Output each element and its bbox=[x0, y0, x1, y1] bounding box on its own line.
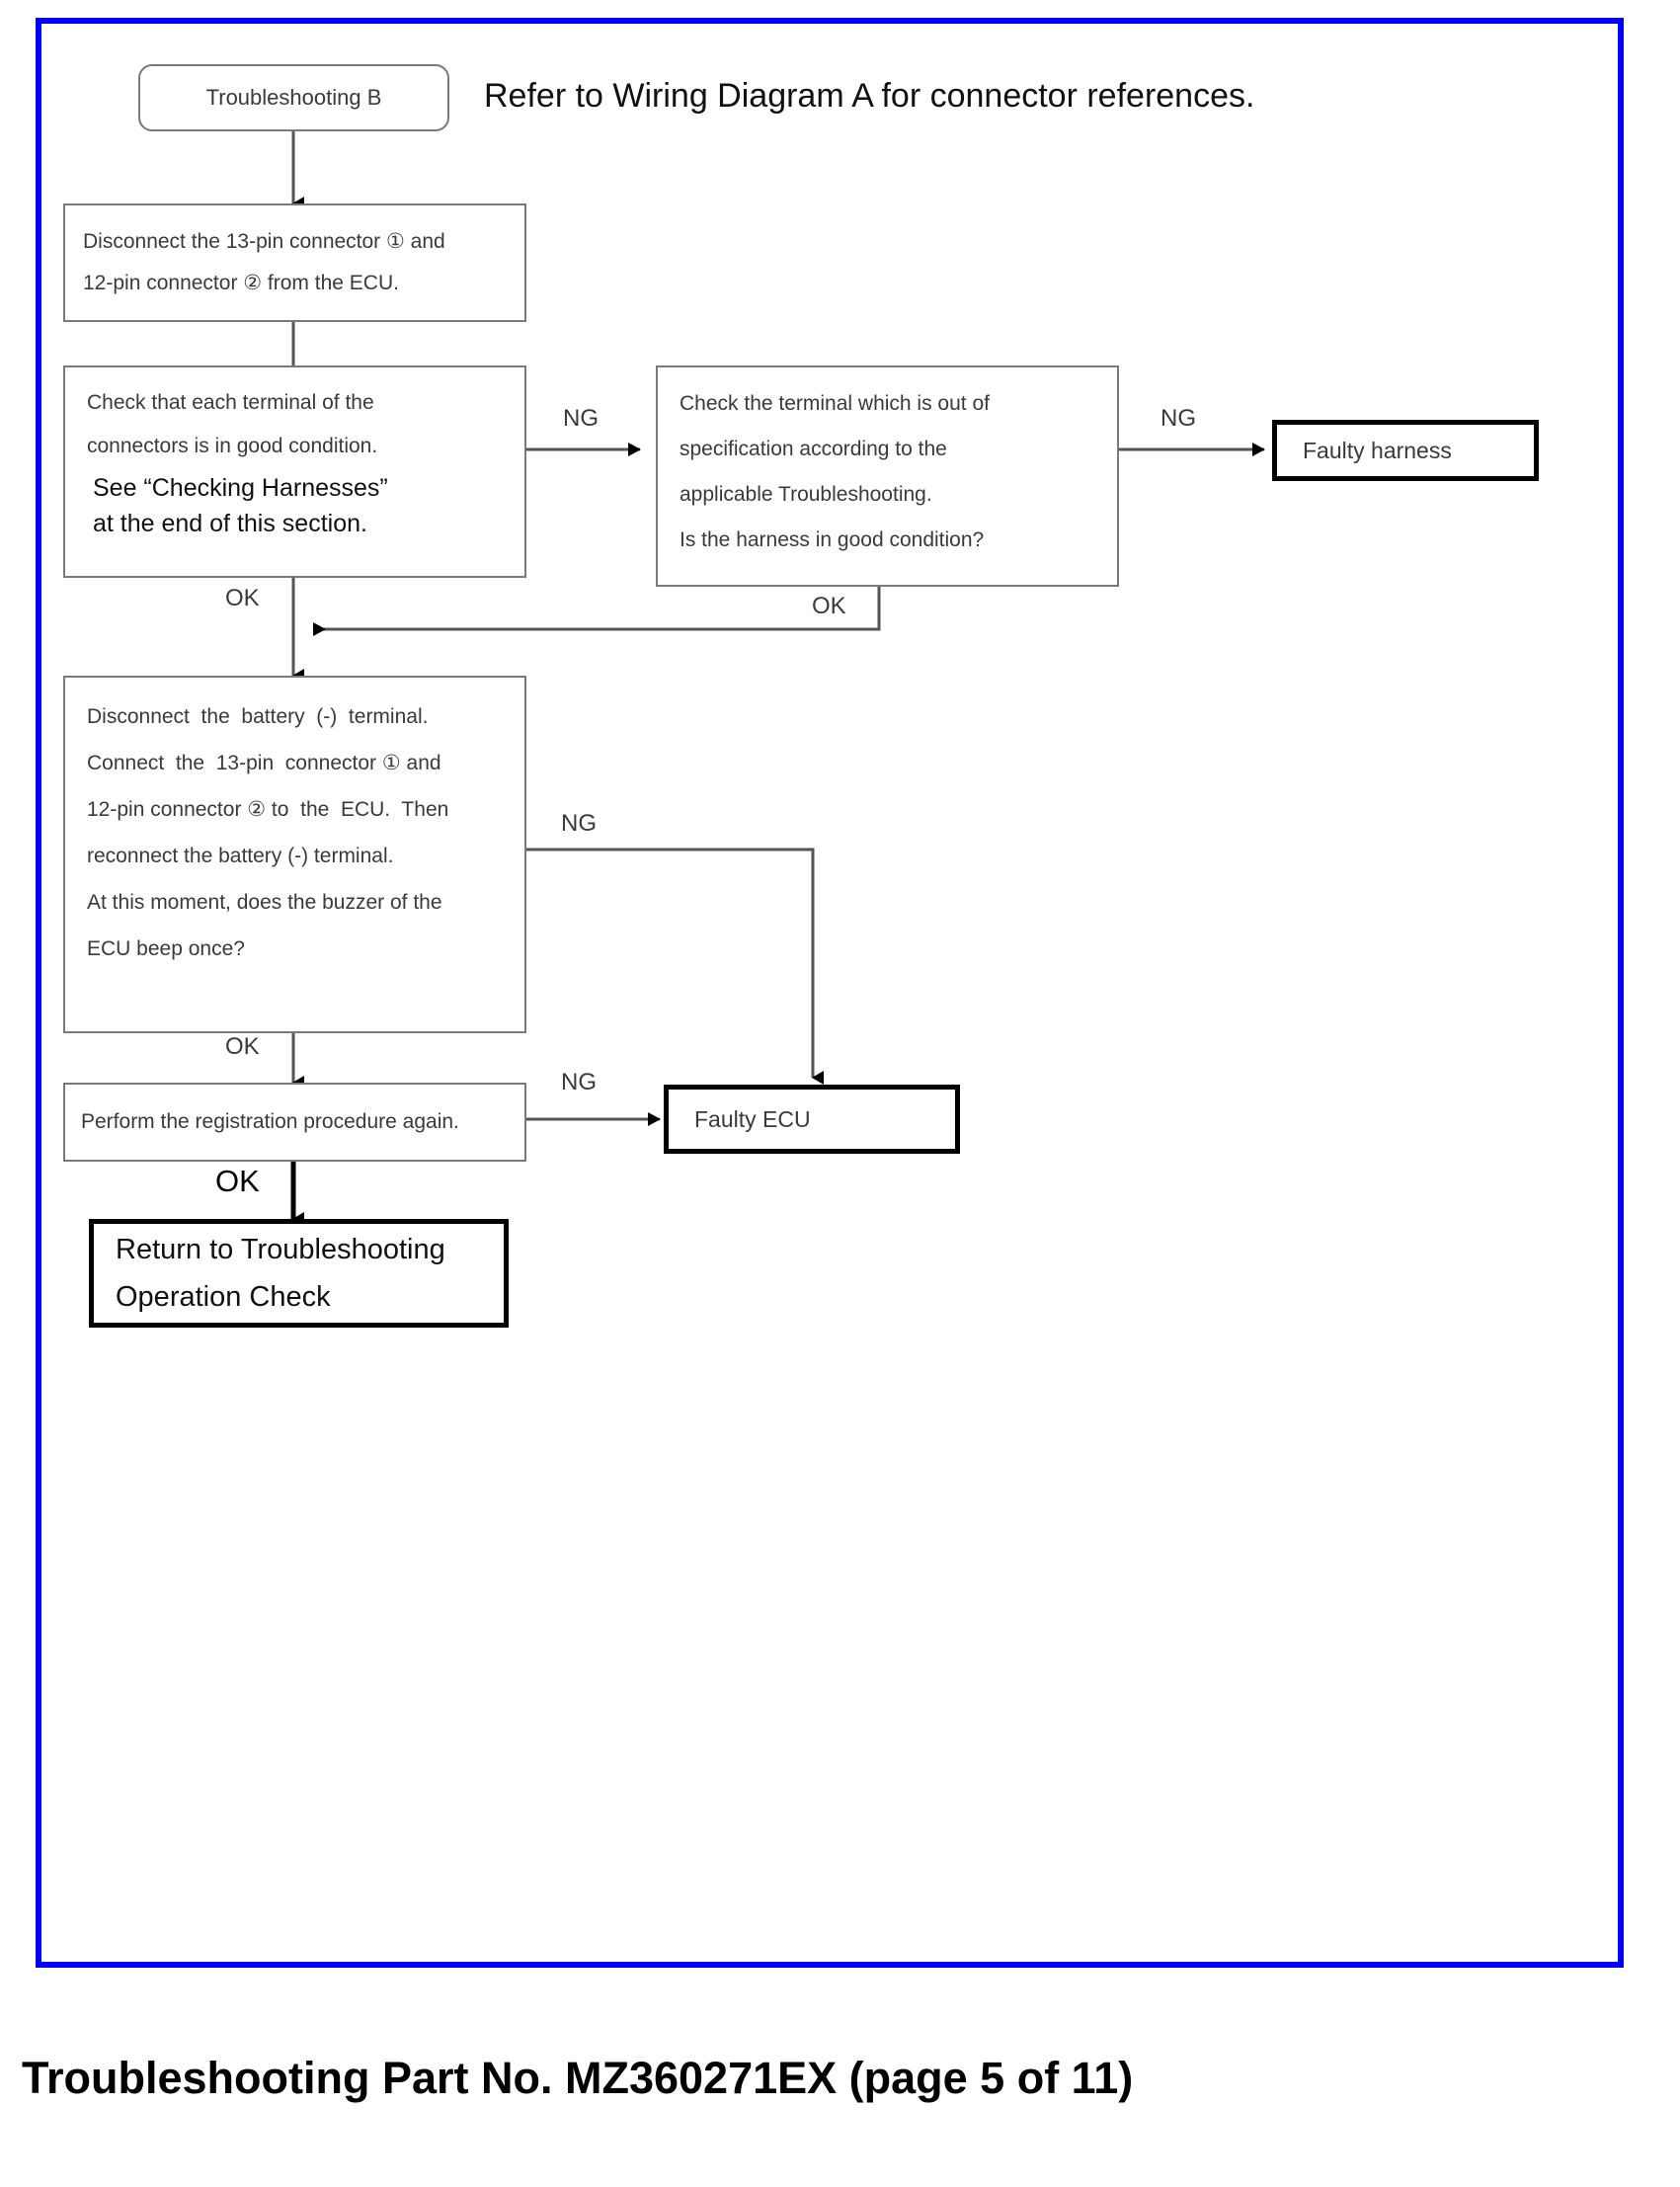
check-out-of-spec-line-4: Is the harness in good condition? bbox=[680, 528, 985, 551]
node-start-troubleshooting-b[interactable]: Troubleshooting B bbox=[138, 64, 449, 131]
battery-reconnect-line-1: Disconnect the battery (-) terminal. bbox=[87, 705, 429, 728]
node-faulty-ecu[interactable]: Faulty ECU bbox=[664, 1085, 960, 1154]
start-label: Troubleshooting B bbox=[205, 85, 382, 110]
battery-reconnect-line-2: Connect the 13-pin connector ① and bbox=[87, 752, 441, 774]
edge-label-ok-spec-back: OK bbox=[812, 593, 846, 619]
check-out-of-spec-line-3: applicable Troubleshooting. bbox=[680, 483, 932, 506]
header-note: Refer to Wiring Diagram A for connector … bbox=[484, 77, 1255, 115]
edge-label-ng-battery-to-ecu: NG bbox=[561, 810, 597, 837]
footer-caption: Troubleshooting Part No. MZ360271EX (pag… bbox=[22, 2053, 1134, 2103]
faulty-harness-label: Faulty harness bbox=[1303, 437, 1452, 463]
edge-label-ng-terminals-to-spec: NG bbox=[563, 405, 599, 432]
battery-reconnect-line-5: At this moment, does the buzzer of the bbox=[87, 891, 442, 914]
battery-reconnect-line-4: reconnect the battery (-) terminal. bbox=[87, 845, 394, 867]
check-out-of-spec-line-2: specification according to the bbox=[680, 438, 947, 460]
check-terminals-line-2: connectors is in good condition. bbox=[87, 435, 378, 457]
edge-label-ok-battery-down: OK bbox=[225, 1033, 260, 1060]
return-to-check-line-2: Operation Check bbox=[116, 1281, 331, 1313]
disconnect-connectors-line-2: 12-pin connector ② from the ECU. bbox=[83, 272, 399, 294]
edge-label-ok-terminals-down: OK bbox=[225, 585, 260, 611]
node-check-out-of-spec[interactable]: Check the terminal which is out of speci… bbox=[656, 365, 1119, 587]
edge-label-ng-spec-to-harness: NG bbox=[1160, 405, 1196, 432]
node-disconnect-connectors[interactable]: Disconnect the 13-pin connector ① and 12… bbox=[63, 203, 526, 322]
battery-reconnect-line-6: ECU beep once? bbox=[87, 937, 245, 960]
check-out-of-spec-line-1: Check the terminal which is out of bbox=[680, 392, 990, 415]
faulty-ecu-label: Faulty ECU bbox=[694, 1105, 811, 1132]
node-check-terminals[interactable]: Check that each terminal of the connecto… bbox=[63, 365, 526, 578]
disconnect-connectors-line-1: Disconnect the 13-pin connector ① and bbox=[83, 230, 445, 253]
registration-again-label: Perform the registration procedure again… bbox=[81, 1110, 459, 1133]
return-to-check-line-1: Return to Troubleshooting bbox=[116, 1234, 445, 1265]
check-terminals-line-3: See “Checking Harnesses” bbox=[93, 474, 388, 502]
edge-label-ng-registration-to-ecu: NG bbox=[561, 1069, 597, 1095]
check-terminals-line-4: at the end of this section. bbox=[93, 510, 367, 537]
node-faulty-harness[interactable]: Faulty harness bbox=[1272, 420, 1539, 481]
check-terminals-line-1: Check that each terminal of the bbox=[87, 391, 374, 414]
battery-reconnect-line-3: 12-pin connector ② to the ECU. Then bbox=[87, 798, 449, 821]
node-registration-again[interactable]: Perform the registration procedure again… bbox=[63, 1083, 526, 1162]
edge-label-ok-registration-down: OK bbox=[215, 1164, 260, 1198]
node-return-to-check[interactable]: Return to Troubleshooting Operation Chec… bbox=[89, 1219, 509, 1328]
node-battery-reconnect[interactable]: Disconnect the battery (-) terminal. Con… bbox=[63, 676, 526, 1033]
